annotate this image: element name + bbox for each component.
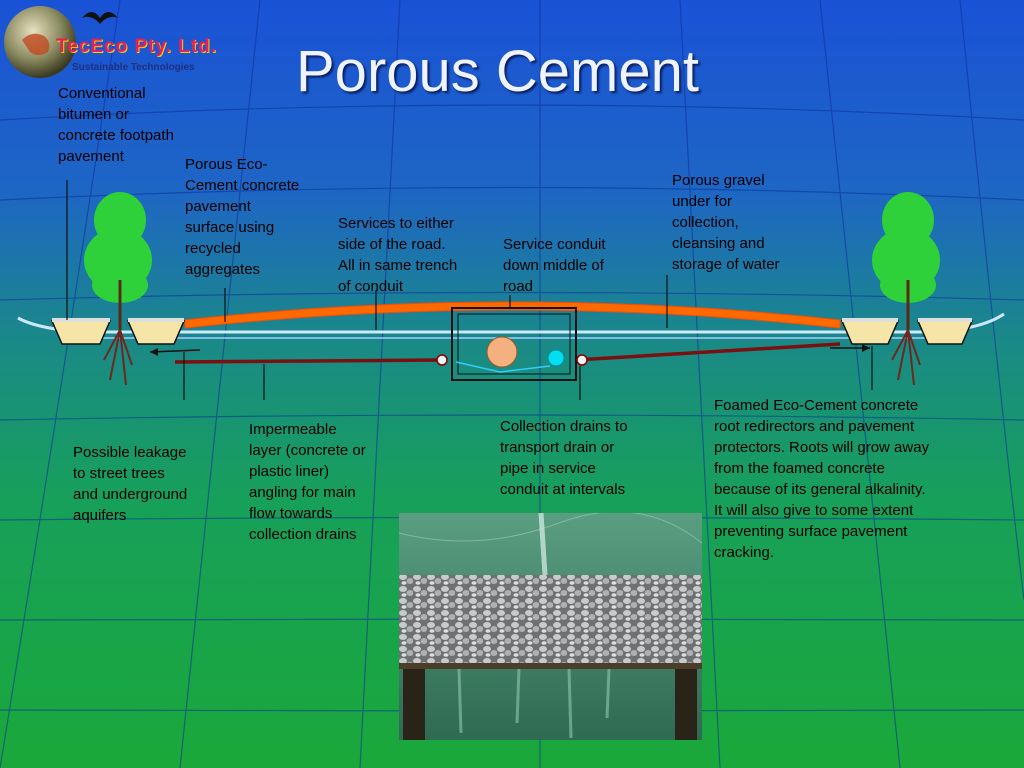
service-conduit [451,307,577,381]
porous-concrete-photo [399,513,702,740]
logo: TecEco Pty. Ltd. Sustainable Technologie… [2,2,242,82]
logo-name: TecEco Pty. Ltd. [56,36,217,57]
tree-icon-right [872,192,940,386]
label-service-conduit: Service conduit down middle of road [503,236,606,295]
logo-tagline: Sustainable Technologies [72,62,195,73]
label-leakage: Possible leakage to street trees and und… [73,444,188,524]
planter-left-2 [126,320,186,345]
porous-pavement-layer [184,301,841,329]
planter-left-1 [50,320,112,345]
label-collection-drains: Collection drains to transport drain or … [500,418,628,498]
label-impermeable: Impermeable layer (concrete or plastic l… [249,421,366,543]
bird-icon [82,12,118,24]
globe-icon [4,6,76,78]
label-services-side: Services to either side of the road. All… [338,215,458,295]
tree-icon-left [84,192,152,386]
label-foamed: Foamed Eco-Cement concrete root redirect… [714,397,930,561]
road-cross-section-diagram [17,180,1005,400]
label-porous-gravel: Porous gravel under for collection, clea… [672,172,780,273]
page-title: Porous Cement [296,39,699,104]
label-footpath: Conventional bitumen or concrete footpat… [58,85,174,165]
planter-right-2 [916,320,974,345]
label-porous-surface: Porous Eco- Cement concrete pavement sur… [185,156,300,278]
small-pipe [547,349,565,367]
planter-right-1 [840,320,900,345]
large-pipe [486,336,518,368]
impermeable-liner [174,342,841,364]
